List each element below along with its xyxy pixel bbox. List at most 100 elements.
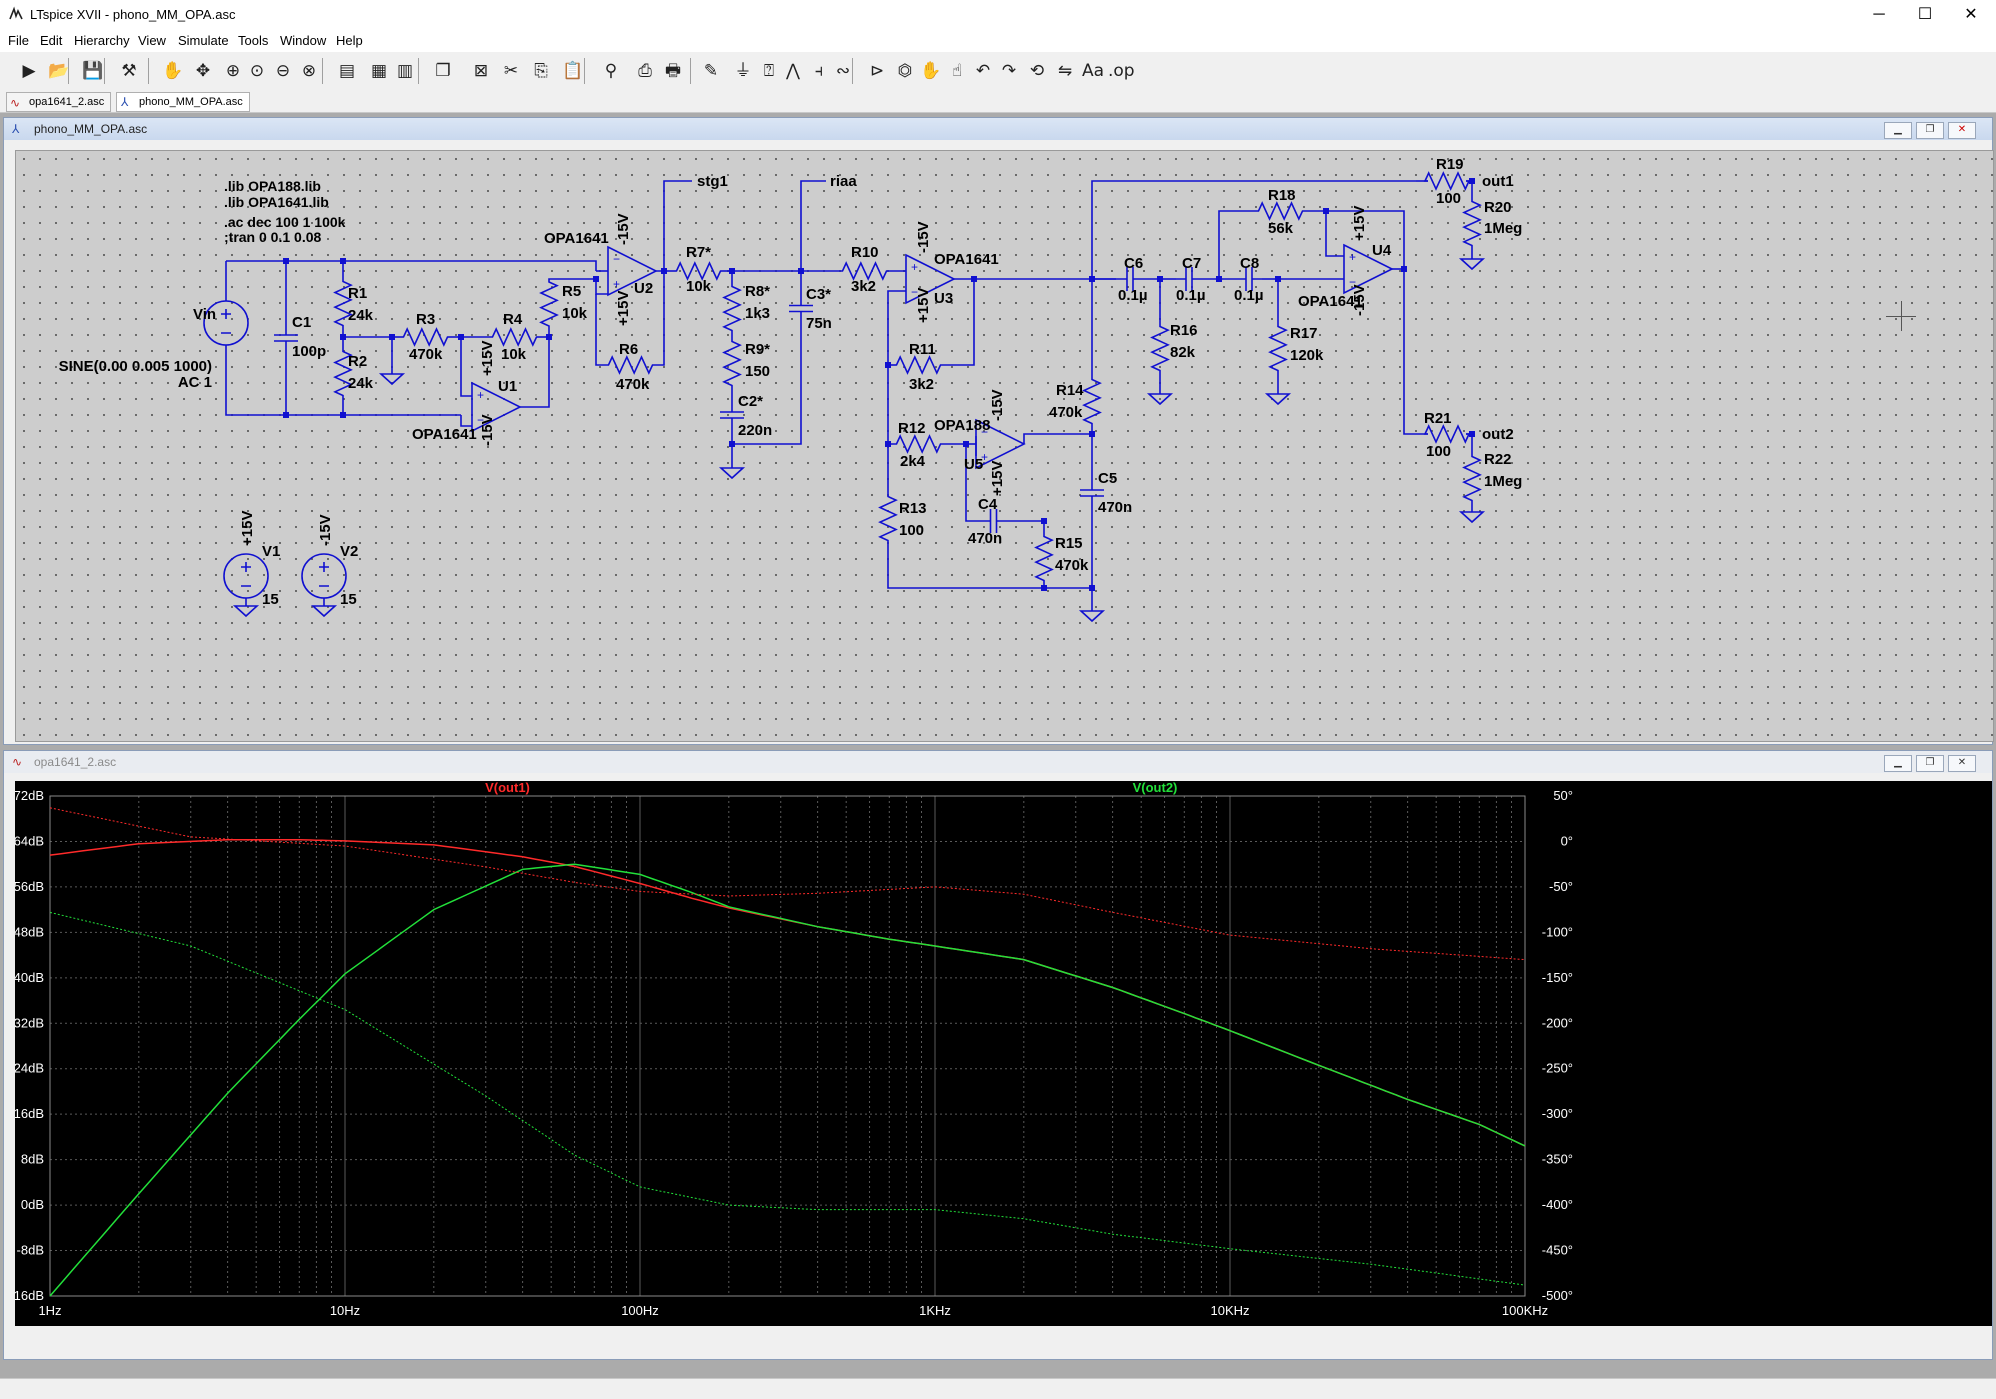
tab-opa1641[interactable]: ∿ opa1641_2.asc	[6, 92, 112, 112]
source-polarity	[319, 562, 329, 587]
close-button[interactable]: ✕	[1964, 6, 1978, 23]
u1-opamp	[471, 381, 522, 433]
r5-value: 10k	[562, 305, 588, 322]
diode-icon[interactable]: ⊳	[869, 61, 885, 81]
y-tick-left: 32dB	[15, 1015, 44, 1030]
u1-ref: U1	[498, 378, 517, 395]
ground-r17	[1264, 386, 1292, 406]
tab-phono-mm-opa[interactable]: ⅄ phono_MM_OPA.asc	[116, 92, 250, 112]
autorange-icon[interactable]: ▤	[338, 61, 356, 81]
r19-ref: R19	[1436, 156, 1464, 173]
menu-bar: File Edit Hierarchy View Simulate Tools …	[0, 30, 1996, 52]
y-tick-right: 0°	[1561, 833, 1573, 848]
junction-dot	[1469, 431, 1475, 437]
menu-edit[interactable]: Edit	[40, 33, 63, 48]
find-icon[interactable]: ⚲	[604, 61, 618, 81]
waveform-icon: ∿	[12, 755, 23, 769]
undo-icon[interactable]: ↶	[975, 61, 991, 81]
zoom-fit-icon[interactable]: ⊗	[301, 61, 317, 81]
spice-directive-icon[interactable]: .op	[1108, 61, 1135, 81]
x-tick: 10Hz	[330, 1303, 360, 1318]
close-window-icon[interactable]: ⊠	[473, 61, 489, 81]
y-tick-left: 64dB	[15, 833, 44, 848]
plot-window-title: opa1641_2.asc	[34, 755, 117, 769]
x-tick: 1KHz	[919, 1303, 951, 1318]
r16-resistor	[1150, 325, 1170, 372]
y-tick-left: 48dB	[15, 924, 44, 939]
u5-opamp	[975, 418, 1026, 470]
child-minimize-button[interactable]: ▁	[1884, 122, 1912, 139]
wire-icon[interactable]: ✎	[703, 61, 719, 81]
inductor-icon[interactable]: ∾	[835, 61, 851, 81]
child-restore-button[interactable]: ❐	[1916, 122, 1944, 139]
print-preview-icon[interactable]: ⎙	[638, 61, 652, 81]
r19-value: 100	[1436, 190, 1461, 207]
crosshair-cursor	[1886, 301, 1916, 331]
copy-icon[interactable]: ⎘	[534, 61, 548, 81]
save-icon[interactable]: 💾	[82, 61, 104, 81]
child-close-button[interactable]: ✕	[1948, 122, 1976, 139]
move-icon[interactable]: ✋	[920, 61, 942, 81]
y-tick-right: -200°	[1542, 1015, 1573, 1030]
cut-icon[interactable]: ✂	[503, 61, 519, 81]
rotate-icon[interactable]: ⟲	[1029, 61, 1045, 81]
plot-close-button[interactable]: ✕	[1948, 755, 1976, 772]
redo-icon[interactable]: ↷	[1001, 61, 1017, 81]
menu-tools[interactable]: Tools	[238, 33, 269, 48]
schematic-drawing[interactable]: +−−++−−++− .lib OPA188.lib.lib OPA1641.l…	[16, 151, 1993, 741]
open-icon[interactable]: 📂	[48, 61, 70, 81]
paste-icon[interactable]: 📋	[562, 61, 584, 81]
r14-resistor	[1082, 378, 1102, 425]
maximize-button[interactable]: ☐	[1917, 6, 1933, 23]
cascade-icon[interactable]: ❐	[435, 61, 451, 81]
zoom-out-icon[interactable]: ⊖	[275, 61, 291, 81]
plot-restore-button[interactable]: ❐	[1916, 755, 1944, 772]
r5-resistor	[539, 281, 559, 327]
menu-view[interactable]: View	[138, 33, 166, 48]
run-icon[interactable]: ▶	[22, 61, 36, 81]
junctions	[283, 178, 1475, 591]
menu-file[interactable]: File	[8, 33, 29, 48]
wire	[1218, 210, 1258, 279]
component-icon[interactable]: ⏣	[897, 61, 913, 81]
menu-simulate[interactable]: Simulate	[178, 33, 229, 48]
text-icon[interactable]: Aa	[1081, 61, 1105, 81]
schematic-canvas[interactable]: +−−++−−++− .lib OPA188.lib.lib OPA1641.l…	[15, 150, 1994, 742]
u3-opamp	[905, 253, 956, 305]
toolbar-separator	[852, 58, 853, 84]
r7-ref: R7*	[686, 244, 711, 261]
c3-capacitor	[789, 291, 813, 326]
c3-value: 75n	[806, 315, 832, 332]
drag-icon[interactable]: ☝	[951, 61, 963, 81]
r3-resistor	[402, 327, 449, 347]
halt-icon[interactable]: ✋	[162, 61, 184, 81]
menu-window[interactable]: Window	[280, 33, 327, 48]
capacitor-icon[interactable]: ⫞	[814, 61, 824, 81]
v2-value: 15	[340, 591, 357, 608]
vin-source	[203, 300, 249, 346]
schematic-icon: ⅄	[121, 95, 129, 109]
print-icon[interactable]: 🖶	[664, 61, 682, 81]
ground-icon[interactable]: ⏚	[734, 61, 752, 81]
tile-icon[interactable]: ▥	[396, 61, 414, 81]
v1-value: 15	[262, 591, 279, 608]
pan-icon[interactable]: ✥	[195, 61, 211, 81]
minimize-button[interactable]: ─	[1873, 6, 1885, 23]
label-icon[interactable]: ⍰	[763, 61, 775, 81]
menu-help[interactable]: Help	[336, 33, 363, 48]
mirror-icon[interactable]: ⇋	[1057, 61, 1073, 81]
source-polarity	[241, 562, 251, 587]
plot-minimize-button[interactable]: ▁	[1884, 755, 1912, 772]
resistor-icon[interactable]: ⋀	[786, 61, 800, 81]
zoom-back-icon[interactable]: ⊙	[249, 61, 265, 81]
bode-plot[interactable]: 72dB64dB56dB48dB40dB32dB24dB16dB8dB0dB-8…	[9, 780, 1992, 1326]
c4-ref: C4	[978, 496, 998, 513]
u5-rail-pos: +15V	[989, 461, 1006, 496]
control-panel-icon[interactable]: ⚒	[121, 61, 137, 81]
zoom-in-icon[interactable]: ⊕	[225, 61, 241, 81]
junction-dot	[283, 412, 289, 418]
menu-hierarchy[interactable]: Hierarchy	[74, 33, 130, 48]
plot-settings-icon[interactable]: ▦	[370, 61, 388, 81]
